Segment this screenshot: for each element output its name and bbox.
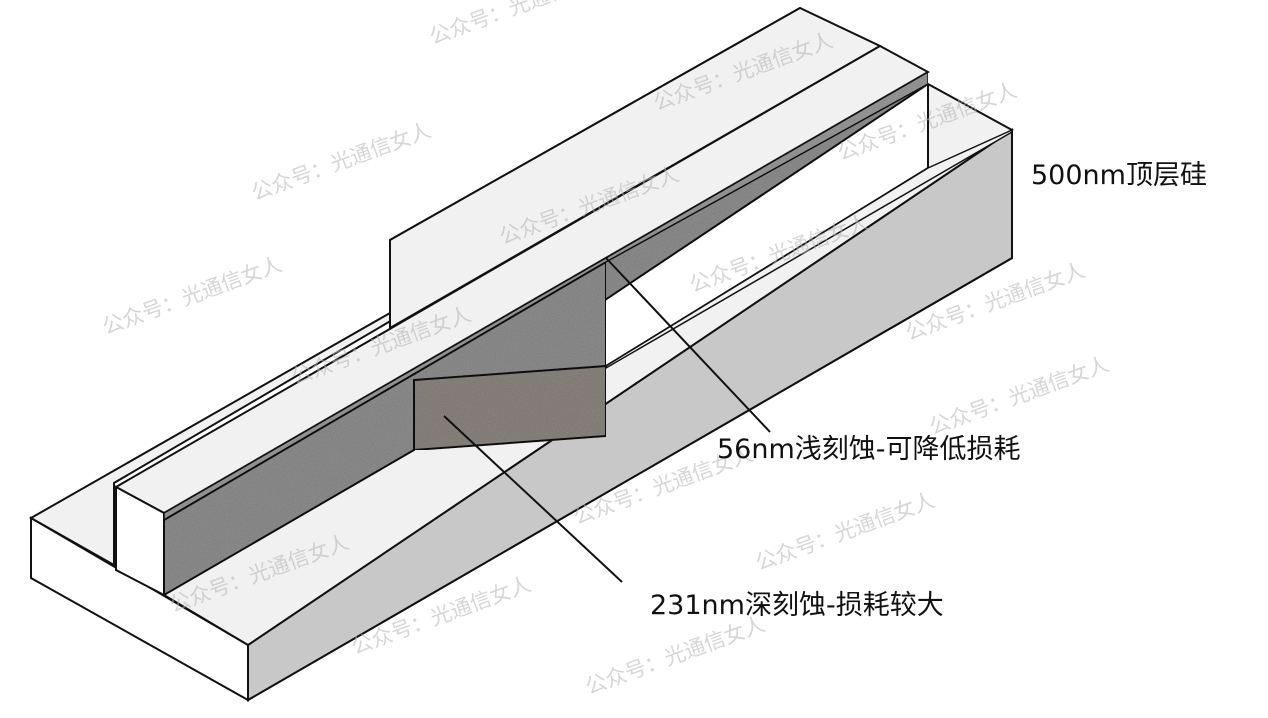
label-shallow-etch: 56nm浅刻蚀-可降低损耗	[717, 434, 1021, 465]
label-top-silicon: 500nm顶层硅	[1031, 160, 1207, 191]
deep-etch-window	[413, 364, 607, 452]
leader-deep-etch	[443, 415, 623, 583]
slab-top-lip	[605, 128, 1013, 370]
label-deep-etch: 231nm深刻蚀-损耗较大	[650, 590, 944, 621]
leader-shallow-etch	[605, 257, 771, 433]
